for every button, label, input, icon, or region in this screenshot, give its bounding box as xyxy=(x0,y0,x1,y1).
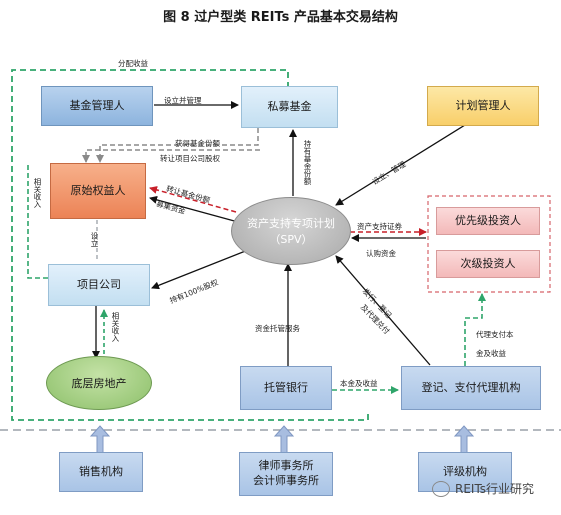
fund-custody-label: 资金托管服务 xyxy=(255,324,300,333)
plan-manager-node: 计划管理人 xyxy=(427,86,539,126)
distribute-income-loop xyxy=(11,69,369,421)
rating-up-arrow xyxy=(453,425,475,455)
establish-label: 设立 xyxy=(90,232,99,247)
get-fund-share-arrow xyxy=(96,128,259,163)
principal-income-bottom-label: 本金及收益 xyxy=(340,379,378,388)
priority-investor-node: 优先级投资人 xyxy=(436,207,540,235)
sales-agency-node: 销售机构 xyxy=(59,452,143,492)
issue-register-arrow xyxy=(335,255,431,366)
transfer-fund-share-arrow xyxy=(149,186,237,213)
distribute-income-label: 分配收益 xyxy=(118,59,148,68)
law-accounting-node: 律师事务所 会计师事务所 xyxy=(239,452,333,496)
law-firm-label: 律师事务所 xyxy=(258,459,314,473)
spv-subtitle: （SPV） xyxy=(269,233,313,246)
subscription-funds-label: 认购资金 xyxy=(366,249,396,258)
original-owner-node: 原始权益人 xyxy=(50,163,146,219)
figure-title: 图 8 过户型类 REITs 产品基本交易结构 xyxy=(163,10,398,25)
fund-manager-node: 基金管理人 xyxy=(41,86,153,126)
transfer-equity-label: 转让项目公司股权 xyxy=(160,154,220,163)
sales-up-arrow xyxy=(89,425,111,455)
private-fund-node: 私募基金 xyxy=(241,86,338,128)
accounting-firm-label: 会计师事务所 xyxy=(253,474,319,487)
watermark: REITs行业研究 xyxy=(432,480,534,497)
project-company-node: 项目公司 xyxy=(48,264,150,306)
hold-fund-share-label: 持有基金份额 xyxy=(303,140,312,185)
related-income-bottom-label: 相关收入 xyxy=(111,312,120,342)
raise-funds-arrow xyxy=(149,195,239,223)
agent-pay-principal-loop xyxy=(464,293,486,366)
related-income-left-label: 相关收入 xyxy=(33,178,42,208)
underlying-property-node: 底层房地产 xyxy=(46,356,152,410)
establish-manage-label: 设立并管理 xyxy=(164,96,202,105)
law-up-arrow xyxy=(273,425,295,455)
abs-securities-label: 资产支持证券 xyxy=(357,222,402,231)
plan-manager-to-spv xyxy=(335,124,466,206)
watermark-text: REITs行业研究 xyxy=(455,482,535,496)
investors-group xyxy=(427,195,551,293)
wechat-icon xyxy=(432,480,450,497)
principal-income-label: 金及收益 xyxy=(476,349,506,358)
spv-node: 资产支持专项计划 （SPV） xyxy=(231,197,351,265)
spv-title: 资产支持专项计划 xyxy=(247,217,335,230)
hold-100-equity-arrow xyxy=(151,249,249,290)
custodian-bank-node: 托管银行 xyxy=(240,366,332,410)
transfer-equity-arrow xyxy=(82,149,260,163)
registration-agent-node: 登记、支付代理机构 xyxy=(401,366,541,410)
subordinate-investor-node: 次级投资人 xyxy=(436,250,540,278)
agent-pay-principal-label: 代理支付本 xyxy=(476,330,514,339)
get-fund-share-label: 获得基金份额 xyxy=(175,139,220,148)
